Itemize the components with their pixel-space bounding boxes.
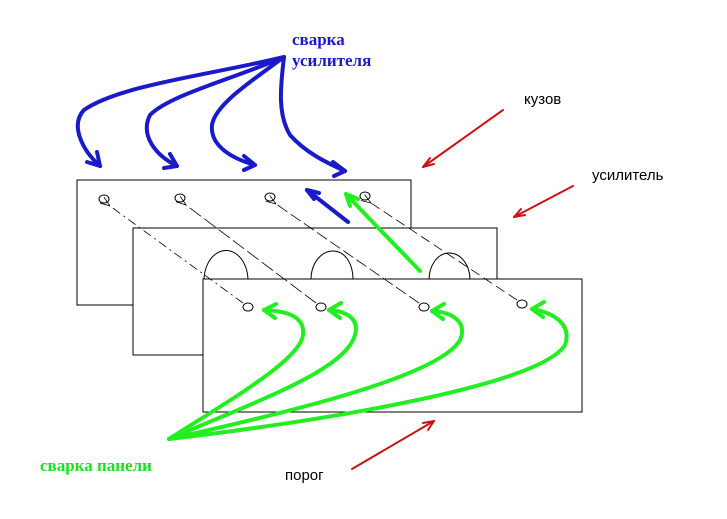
sill-weld-points bbox=[242, 299, 528, 312]
sill-label: порог bbox=[285, 467, 324, 484]
reinforcer-weld-label-line2: усилителя bbox=[292, 51, 372, 70]
reinforcer-label: усилитель bbox=[592, 167, 664, 184]
panel-weld-arrows bbox=[167, 192, 569, 441]
panel-weld-label: сварка панели bbox=[40, 456, 152, 475]
body-label: кузов bbox=[524, 91, 562, 108]
reinforcer-weld-label-line1: сварка bbox=[292, 30, 345, 49]
reinforcer-weld-arrows bbox=[75, 55, 350, 224]
layer-pointer-arrows bbox=[351, 109, 574, 470]
alignment-lines bbox=[110, 203, 518, 304]
sill-panel bbox=[202, 278, 583, 413]
